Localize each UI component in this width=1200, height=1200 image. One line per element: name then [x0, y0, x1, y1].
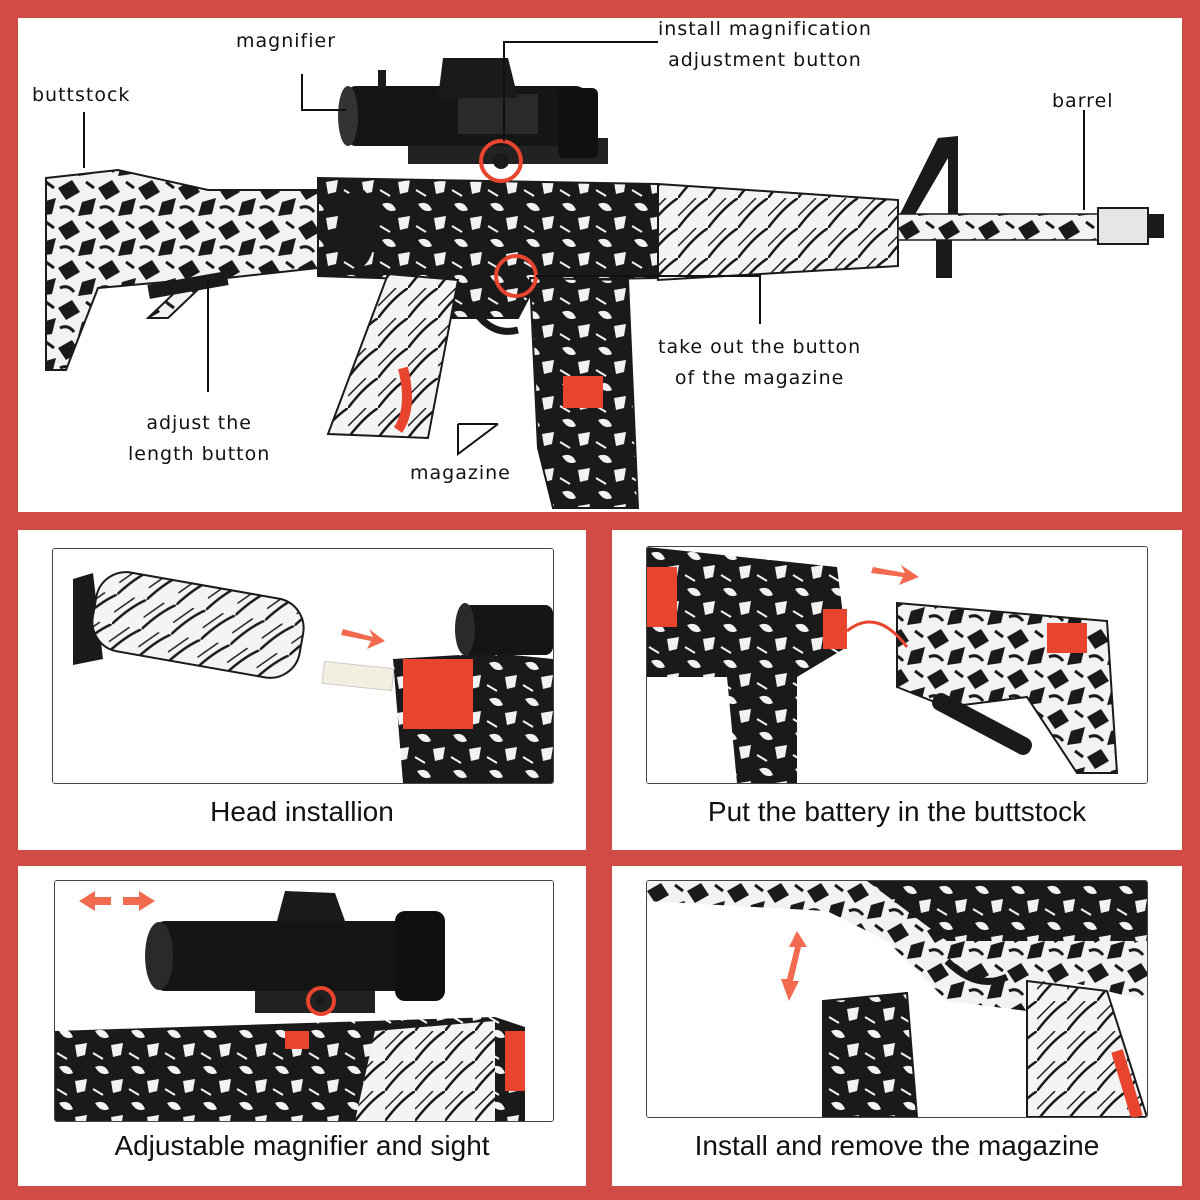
red-dot-sight	[438, 58, 518, 98]
arrow-left-icon	[79, 891, 111, 911]
photo-magazine	[646, 880, 1148, 1118]
caption-battery: Put the battery in the buttstock	[707, 796, 1087, 827]
photo-magnifier	[54, 880, 554, 1122]
magazine-shape	[822, 991, 919, 1117]
label-buttstock: buttstock	[32, 84, 131, 106]
panel-head-installation: Head installion	[18, 530, 586, 850]
label-take-out-line2: of the magazine	[674, 367, 845, 389]
label-take-out-line1: take out the button	[658, 336, 862, 358]
panel-magnifier: Adjustable magnifier and sight	[18, 866, 586, 1186]
arrow-right-icon	[123, 891, 155, 911]
rifle-diagram	[45, 41, 1164, 509]
caption-head-installation: Head installion	[210, 796, 394, 827]
caption-magnifier: Adjustable magnifier and sight	[114, 1130, 490, 1161]
leader-lines	[83, 41, 1085, 456]
photo-head-installation	[52, 548, 554, 784]
label-magnifier: magnifier	[236, 30, 337, 52]
label-magazine: magazine	[410, 462, 511, 484]
label-install-line1: install magnification	[658, 18, 872, 40]
photo-battery	[646, 546, 1148, 784]
panel-battery: Put the battery in the buttstock	[612, 530, 1182, 850]
label-barrel: barrel	[1052, 90, 1114, 112]
caption-magazine: Install and remove the magazine	[694, 1130, 1100, 1161]
magnification-button-marker	[306, 986, 336, 1016]
arrow-vertical-icon	[781, 931, 807, 1001]
label-take-out-button: take out the button of the magazine	[658, 332, 861, 394]
panel-magazine: Install and remove the magazine	[612, 866, 1182, 1186]
pistol-grip	[326, 272, 460, 440]
handguard-shape	[657, 182, 899, 282]
barrel-shape	[897, 213, 1099, 241]
buttstock-shape	[45, 168, 319, 371]
label-adjust-line1: adjust the	[146, 412, 252, 434]
arrow-right-icon	[341, 629, 385, 649]
main-diagram-panel: magnifier install magnification adjustme…	[18, 18, 1182, 512]
label-install-magnification: install magnification adjustment button	[658, 14, 872, 76]
buttstock-adjust-lever	[147, 271, 229, 299]
arrow-right-icon	[871, 565, 919, 585]
label-adjust-length: adjust the length button	[128, 408, 270, 470]
label-adjust-line2: length button	[128, 443, 271, 465]
front-sight	[898, 136, 958, 228]
label-install-line2: adjustment button	[668, 49, 862, 71]
magnification-button-marker	[479, 139, 523, 183]
